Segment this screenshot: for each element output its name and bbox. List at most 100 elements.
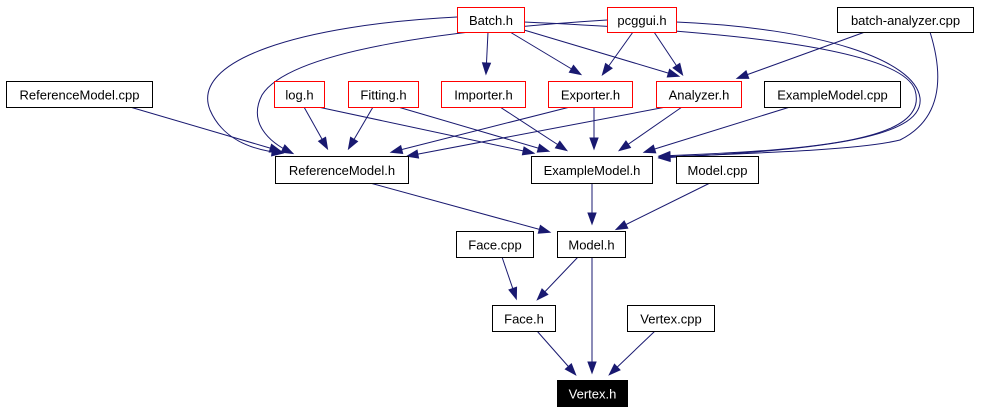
node-box xyxy=(275,156,409,184)
node-example-model-cpp[interactable]: ExampleModel.cpp xyxy=(764,81,901,108)
node-label: ReferenceModel.h xyxy=(289,163,395,178)
node-label: ReferenceModel.cpp xyxy=(20,88,140,103)
edge-model-cpp-to-model-h xyxy=(614,182,711,231)
node-box xyxy=(548,81,633,108)
node-vertex-h: Vertex.h xyxy=(557,380,628,407)
node-label: Vertex.cpp xyxy=(640,312,701,327)
edge-example-model-cpp-to-example-model-h xyxy=(642,106,791,154)
edge-line xyxy=(737,31,866,79)
node-label: Batch.h xyxy=(469,13,513,28)
edge-arrowhead xyxy=(568,64,583,76)
node-box xyxy=(6,81,153,108)
edge-arrowhead xyxy=(657,151,671,162)
node-analyzer-h[interactable]: Analyzer.h xyxy=(656,81,742,108)
node-box xyxy=(531,156,653,184)
edge-arrowhead xyxy=(589,137,599,151)
node-importer-h[interactable]: Importer.h xyxy=(441,81,526,108)
node-label: Importer.h xyxy=(454,88,513,103)
edge-line xyxy=(616,182,711,230)
edge-fitting-h-to-reference-model-h xyxy=(347,106,374,151)
edge-arrowhead xyxy=(405,149,420,159)
edge-arrowhead xyxy=(617,140,632,152)
edge-line xyxy=(407,106,667,157)
node-label: Analyzer.h xyxy=(669,88,730,103)
node-batch-h[interactable]: Batch.h xyxy=(457,7,525,33)
edge-arrowhead xyxy=(554,140,569,152)
node-example-model-h[interactable]: ExampleModel.h xyxy=(531,156,653,184)
node-label: Model.h xyxy=(568,238,614,253)
node-batch-analyzer-cpp[interactable]: batch-analyzer.cpp xyxy=(837,7,974,33)
nodes-layer: Batch.h pcggui.h batch-analyzer.cppReferen… xyxy=(6,7,974,407)
edge-exporter-h-to-example-model-h xyxy=(589,107,599,151)
node-face-h[interactable]: Face.h xyxy=(492,305,556,332)
node-label: ExampleModel.cpp xyxy=(777,88,888,103)
node-reference-model-cpp[interactable]: ReferenceModel.cpp xyxy=(6,81,153,108)
node-label: Face.h xyxy=(504,312,544,327)
edge-face-cpp-to-face-h xyxy=(501,256,518,301)
edge-line xyxy=(644,106,791,153)
edge-arrowhead xyxy=(521,146,536,156)
edge-arrowhead xyxy=(481,62,492,76)
edge-model-h-to-face-h xyxy=(536,256,579,301)
edge-log-h-to-reference-model-h xyxy=(303,106,329,151)
node-log-h[interactable]: log.h xyxy=(274,81,325,108)
edge-arrowhead xyxy=(280,144,295,155)
node-fitting-h[interactable]: Fitting.h xyxy=(348,81,419,108)
node-model-cpp[interactable]: Model.cpp xyxy=(676,156,759,184)
edge-line xyxy=(659,21,921,159)
edge-arrowhead xyxy=(268,143,283,153)
edge-log-h-to-example-model-h xyxy=(317,106,536,156)
node-box xyxy=(492,305,556,332)
edge-arrowhead xyxy=(564,363,577,376)
edge-arrowhead xyxy=(672,62,684,77)
edge-line xyxy=(369,182,550,233)
edge-arrowhead xyxy=(608,363,621,376)
node-box xyxy=(456,231,534,258)
node-reference-model-h[interactable]: ReferenceModel.h xyxy=(275,156,409,184)
edge-arrowhead xyxy=(587,212,597,226)
edge-arrowhead xyxy=(735,69,750,79)
edge-line xyxy=(317,106,534,154)
edge-batch-h-to-importer-h xyxy=(481,31,492,76)
node-label: Fitting.h xyxy=(360,88,406,103)
node-model-h[interactable]: Model.h xyxy=(557,231,626,258)
edge-exporter-h-to-reference-model-h xyxy=(389,106,571,154)
edge-arrowhead xyxy=(537,224,552,234)
edge-analyzer-h-to-example-model-h xyxy=(617,106,683,152)
edge-arrowhead xyxy=(614,220,629,231)
edge-line xyxy=(499,106,567,151)
edge-batch-h-to-exporter-h xyxy=(509,31,583,76)
edge-model-h-to-vertex-h xyxy=(587,257,597,375)
node-face-cpp[interactable]: Face.cpp xyxy=(456,231,534,258)
edge-line xyxy=(523,29,679,77)
edge-line xyxy=(397,106,549,152)
node-box xyxy=(441,81,526,108)
node-pcggui-h[interactable]: pcggui.h xyxy=(607,7,677,33)
edge-importer-h-to-example-model-h xyxy=(499,106,569,152)
node-exporter-h[interactable]: Exporter.h xyxy=(548,81,633,108)
edge-arrowhead xyxy=(389,144,404,154)
node-box xyxy=(457,7,525,33)
edge-reference-model-h-to-model-h xyxy=(369,182,552,234)
node-box xyxy=(557,380,628,407)
edge-line xyxy=(509,31,581,75)
node-label: batch-analyzer.cpp xyxy=(851,13,960,28)
edge-arrowhead xyxy=(666,68,681,78)
edge-line xyxy=(619,106,683,151)
edge-batch-analyzer-cpp-to-example-model-h xyxy=(657,31,939,162)
node-box xyxy=(557,231,626,258)
node-box xyxy=(764,81,901,108)
edge-line xyxy=(391,106,571,153)
edge-arrowhead xyxy=(508,286,518,301)
node-label: Face.cpp xyxy=(468,238,521,253)
node-box xyxy=(656,81,742,108)
edge-arrowhead xyxy=(601,62,613,77)
node-box xyxy=(627,305,715,332)
node-box xyxy=(348,81,419,108)
node-vertex-cpp[interactable]: Vertex.cpp xyxy=(627,305,715,332)
edge-arrowhead xyxy=(587,361,597,375)
edge-arrowhead xyxy=(347,136,359,151)
node-label: ExampleModel.h xyxy=(544,163,641,178)
edge-arrowhead xyxy=(642,144,657,154)
